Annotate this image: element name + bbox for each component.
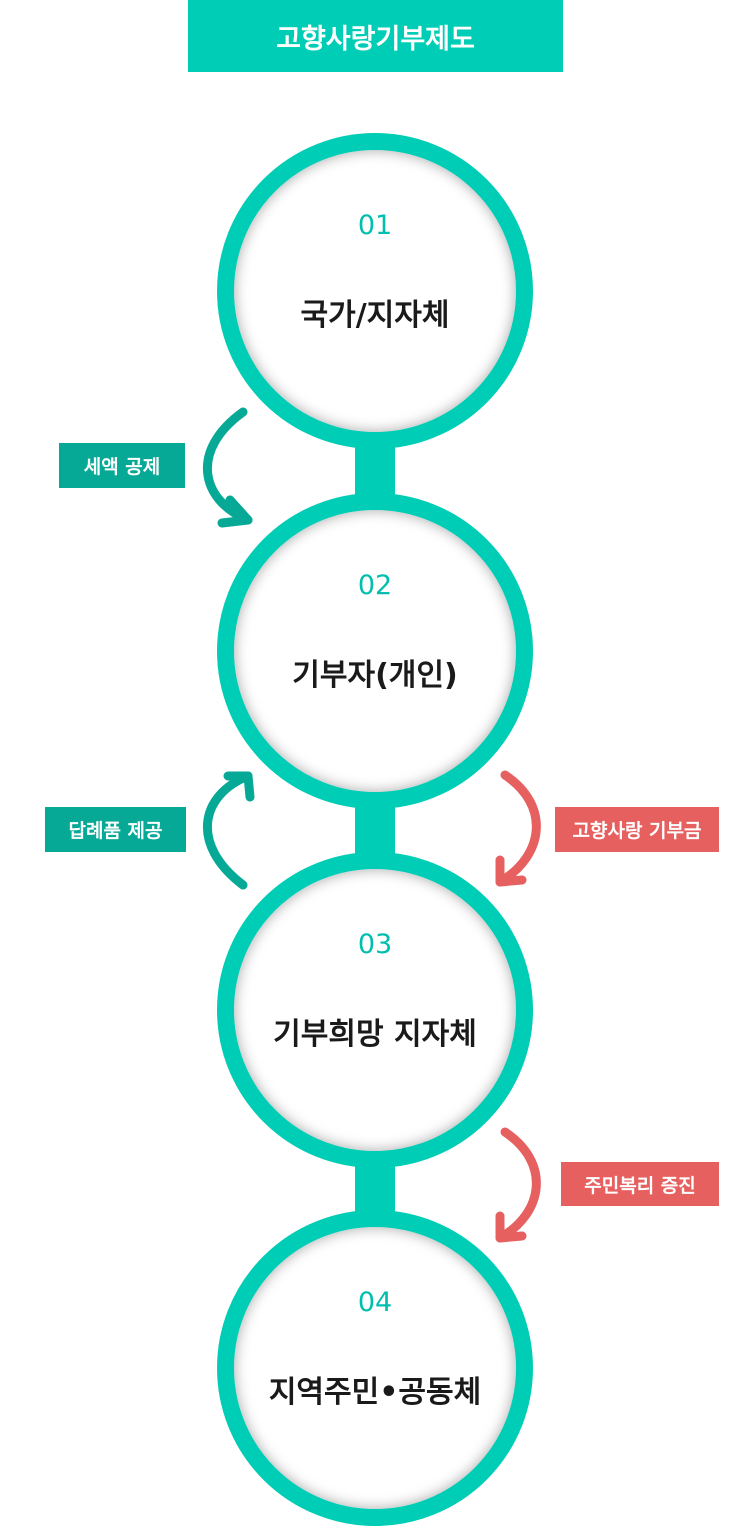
arrow-tax-deduction: [202, 407, 253, 525]
tag-gift-provision: 답례품 제공: [45, 807, 186, 852]
arrow-hometown-donation: [495, 770, 541, 887]
step-number: 04: [357, 1287, 393, 1318]
page-title: 고향사랑기부제도: [188, 0, 563, 72]
step-number: 01: [357, 210, 393, 241]
step-number: 03: [357, 929, 393, 960]
tag-welfare-promotion: 주민복리 증진: [561, 1162, 719, 1206]
arrow-head-hometown-donation: [495, 855, 527, 887]
tag-tax-deduction: 세액 공제: [59, 443, 185, 488]
tag-hometown-donation: 고향사랑 기부금: [555, 807, 719, 852]
step-label: 기부희망 지자체: [273, 1017, 477, 1052]
step-label: 기부자(개인): [292, 658, 458, 693]
arrow-head-welfare-promotion: [495, 1211, 527, 1243]
step-label: 국가/지자체: [300, 298, 450, 333]
step-label: 지역주민•공동체: [268, 1375, 482, 1410]
arrow-welfare-promotion: [495, 1127, 541, 1243]
step-number: 02: [357, 570, 393, 601]
arrow-gift-provision: [203, 771, 253, 890]
arrow-head-tax-deduction: [217, 495, 253, 528]
arrow-head-gift-provision: [223, 771, 255, 802]
